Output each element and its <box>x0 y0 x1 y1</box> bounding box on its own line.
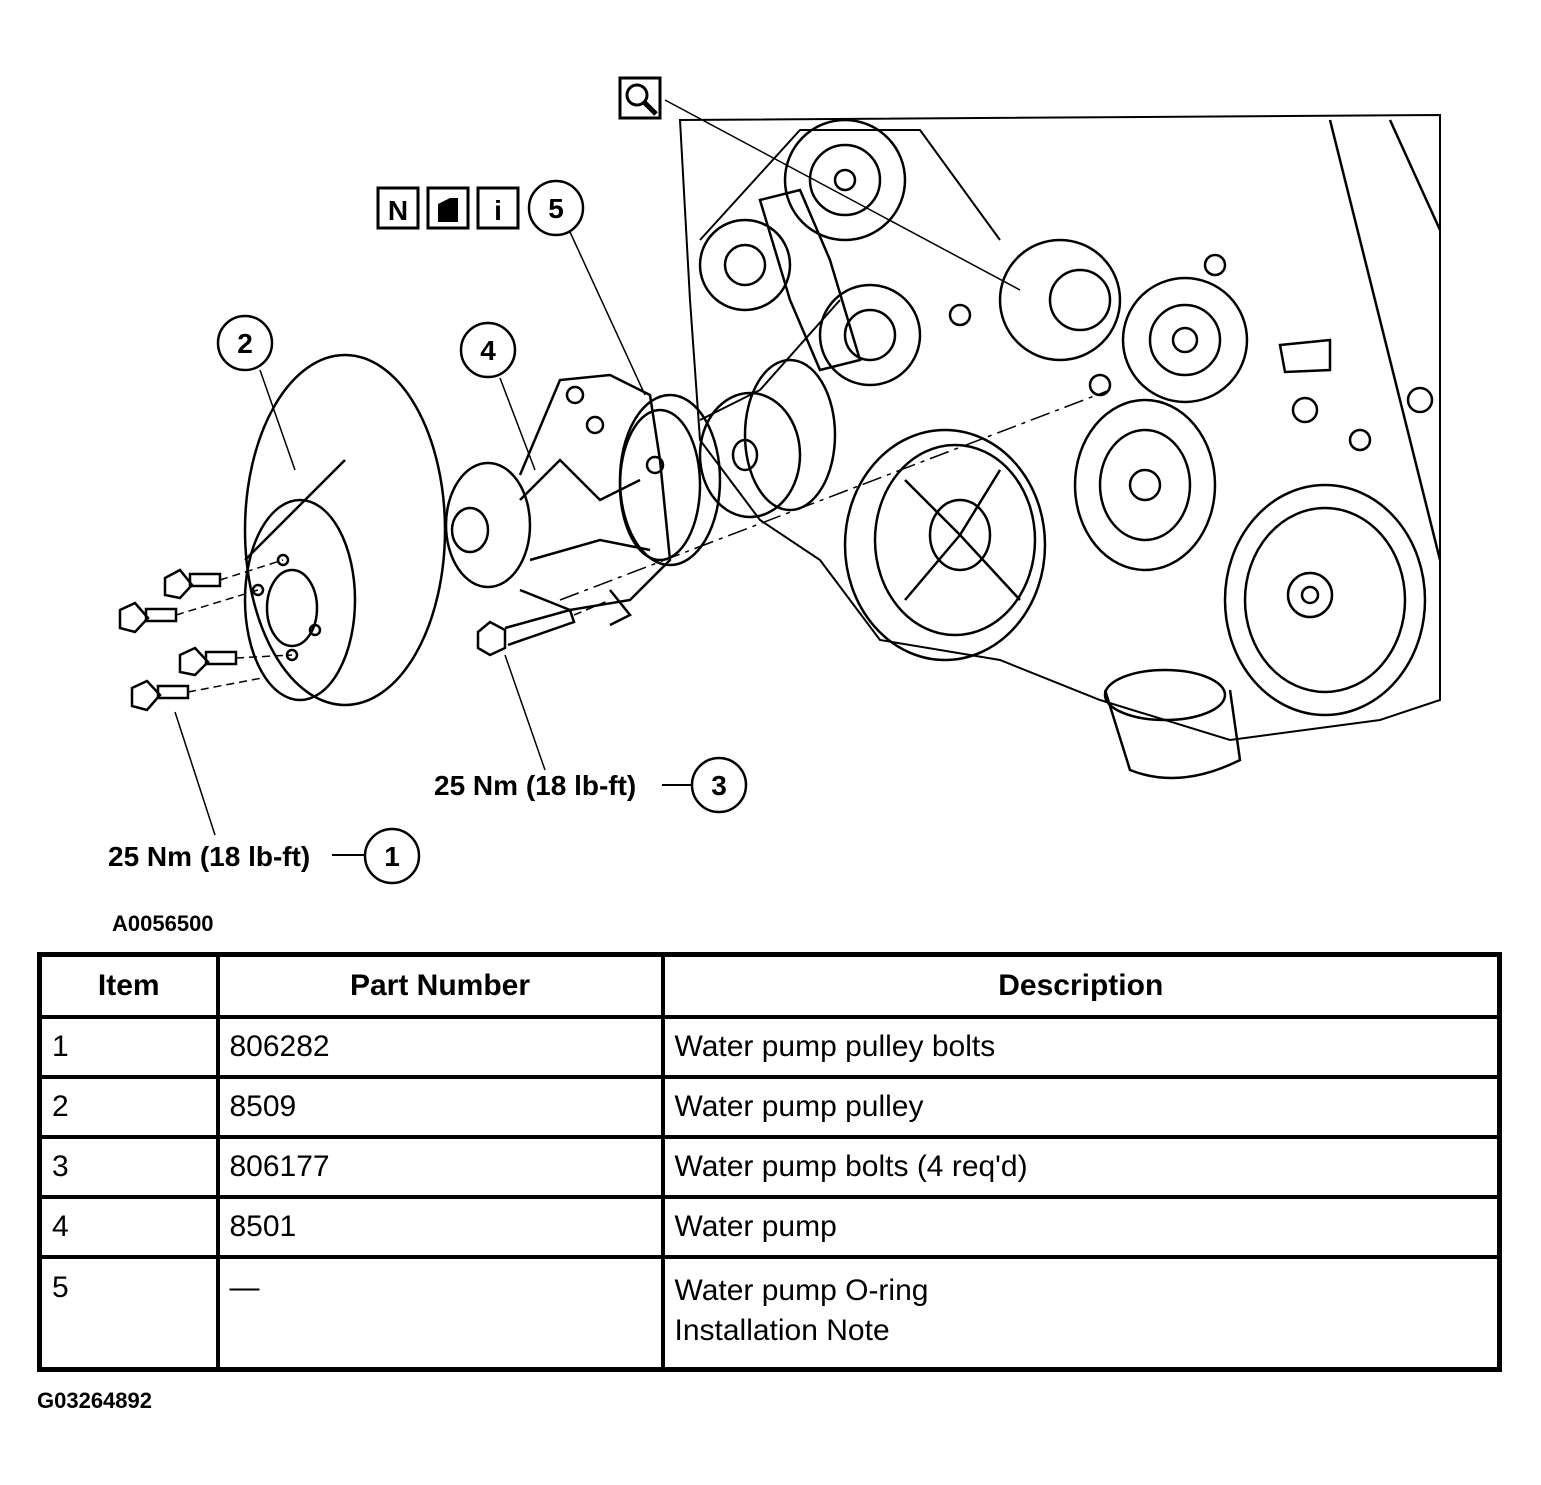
torque-label-1: 25 Nm (18 lb-ft) <box>108 841 310 872</box>
callout-4: 4 <box>459 321 517 379</box>
description-cell: Water pump pulley <box>660 1075 1502 1139</box>
callout-1-number: 1 <box>384 841 400 872</box>
pump-bolt-drawing <box>476 599 611 657</box>
pulley-bolts-drawing <box>118 559 293 712</box>
callout-1: 1 <box>363 827 421 885</box>
n-icon-letter: N <box>388 195 408 226</box>
table-row: 1 806282 Water pump pulley bolts <box>37 1015 1502 1079</box>
table-row: 5 — Water pump O-ring Installation Note <box>37 1255 1502 1372</box>
description-cell: Water pump pulley bolts <box>660 1015 1502 1079</box>
item-cell: 2 <box>37 1075 220 1139</box>
magnifier-leader-line <box>664 99 1021 291</box>
table-row: 2 8509 Water pump pulley <box>37 1075 1502 1139</box>
table-header-row: Item Part Number Description <box>37 952 1502 1019</box>
callout-3: 3 <box>690 756 748 814</box>
leader-line-3 <box>504 654 546 771</box>
callout-3-number: 3 <box>711 770 727 801</box>
exploded-view-diagram: N i 5 2 4 3 1 25 Nm (18 lb-ft) 25 Nm (18… <box>108 76 1442 885</box>
parts-table: Item Part Number Description 1 806282 Wa… <box>37 952 1502 1372</box>
magnifier-icon <box>618 76 662 120</box>
description-cell: Water pump <box>660 1195 1502 1259</box>
part-number-cell: 8501 <box>215 1195 665 1259</box>
callout-2: 2 <box>216 314 274 372</box>
n-icon: N <box>376 186 420 230</box>
info-icon: i <box>476 186 520 230</box>
item-cell: 4 <box>37 1195 220 1259</box>
header-description: Description <box>660 952 1502 1019</box>
description-line: Water pump O-ring <box>674 1274 929 1307</box>
graphic-id: G03264892 <box>37 1388 152 1413</box>
part-number-cell: 8509 <box>215 1075 665 1139</box>
description-line: Water pump pulley bolts <box>674 1030 996 1063</box>
installation-note-link[interactable]: Installation Note <box>674 1314 890 1347</box>
item-cell: 3 <box>37 1135 220 1199</box>
leader-line-2 <box>259 369 296 471</box>
torque-label-3: 25 Nm (18 lb-ft) <box>434 770 636 801</box>
leader-line-4 <box>499 377 536 471</box>
part-number-cell: 806177 <box>215 1135 665 1199</box>
water-pump-drawing <box>444 373 722 627</box>
part-number-cell: 806282 <box>215 1015 665 1079</box>
description-cell: Water pump bolts (4 req'd) <box>660 1135 1502 1199</box>
info-icon-letter: i <box>494 195 502 226</box>
description-cell: Water pump O-ring Installation Note <box>660 1255 1502 1372</box>
table-row: 4 8501 Water pump <box>37 1195 1502 1259</box>
callout-5: 5 <box>527 179 585 237</box>
description-line: Water pump pulley <box>674 1090 924 1123</box>
callout-2-number: 2 <box>237 328 253 359</box>
description-line: Water pump bolts (4 req'd) <box>674 1150 1028 1183</box>
leader-line-1 <box>174 711 216 836</box>
fuel-icon <box>426 186 470 230</box>
engine-front-drawing <box>678 113 1442 780</box>
table-row: 3 806177 Water pump bolts (4 req'd) <box>37 1135 1502 1199</box>
callout-4-number: 4 <box>480 335 496 366</box>
water-pump-pulley-drawing <box>243 353 447 707</box>
description-line: Water pump <box>674 1210 837 1243</box>
callout-5-number: 5 <box>548 193 564 224</box>
header-item: Item <box>37 952 220 1019</box>
part-number-cell: — <box>215 1255 665 1372</box>
figure-id: A0056500 <box>112 911 214 936</box>
leader-line-5 <box>569 231 646 396</box>
item-cell: 5 <box>37 1255 220 1372</box>
item-cell: 1 <box>37 1015 220 1079</box>
header-part-number: Part Number <box>215 952 665 1019</box>
